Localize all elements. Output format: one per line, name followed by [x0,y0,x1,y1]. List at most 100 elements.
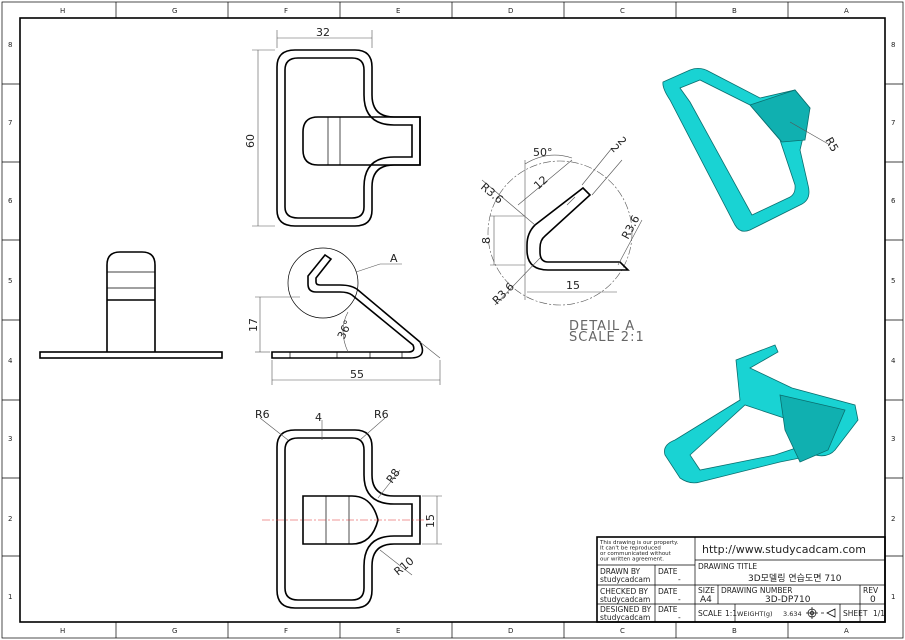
zone-numbers-left: 8 7 6 5 4 3 2 1 [8,41,13,601]
title_block-date_label: DATE [658,567,678,576]
title_block-disclaimer-3: our written agreement. [600,557,664,563]
frame-zone_letters-0: H [60,627,65,635]
title_block-disclaimer-2: or communicated without [600,551,672,557]
dim-55: 55 [350,368,364,381]
detail-scale: SCALE 2:1 [569,330,645,345]
zone-numbers-right: 8 7 6 5 4 3 2 1 [891,41,896,601]
title_block-weight_label: WEIGHT(g) [737,610,773,618]
third-angle-projection-icon [806,607,836,619]
frame-zone_letters-7: A [844,627,849,635]
dim-17: 17 [247,318,260,332]
dim-4: 4 [315,411,322,424]
title_block-disclaimer-0: This drawing is our property. [599,540,679,546]
frame-zone_letters-4: D [508,7,513,15]
dim-8: 8 [480,237,493,244]
title-block: This drawing is our property. It can't b… [596,536,886,623]
title_block-sheet: 1/1 [873,609,885,618]
frame-zone_letters-2: F [284,627,288,635]
detail-title: DETAIL A [569,319,635,334]
frame-zone_letters-5: C [620,7,625,15]
frame-zone_letters-2: F [284,7,288,15]
title_block-scale: 1:1 [725,609,737,618]
bottom-view: R6 4 R6 R8 15 R10 [255,408,442,609]
frame-zone_letters-1: G [172,7,177,15]
title_block-date_label: DATE [658,605,678,614]
title_block-designed_by: studycadcam [600,613,650,622]
frame-zone_numbers-5: 3 [8,435,12,443]
frame-zone_numbers-2: 6 [8,197,13,205]
frame-zone_numbers-3: 5 [8,277,12,285]
frame-zone_letters-3: E [396,7,400,15]
dim-15-detail: 15 [566,279,580,292]
title_block-date_value: - [678,613,681,622]
drawing-title: 3D모델링 연습도면 710 [748,572,842,584]
dim-15: 15 [424,514,437,528]
detail-callout-a: A [390,252,398,265]
frame-zone_letters-3: E [396,627,400,635]
frame-zone_numbers-2: 6 [891,197,896,205]
dim-r5: R5 [822,135,841,154]
frame-zone_numbers-7: 1 [891,593,895,601]
title_block-date_value: - [678,575,681,584]
dim-60: 60 [244,134,257,148]
title_block-date_value: - [678,595,681,604]
title_block-drawing_number_label: DRAWING NUMBER [721,586,793,595]
detail-a: 8 15 50° 12 2 2 R3.6 R3.6 R3.6 DETAIL A … [478,134,645,345]
frame-zone_numbers-0: 8 [891,41,895,49]
frame-zone_numbers-0: 8 [8,41,12,49]
frame-zone_letters-4: D [508,627,513,635]
title_block-drawing_title_label: DRAWING TITLE [698,562,757,571]
dim-r10: R10 [392,554,417,578]
title_block-size: A4 [700,595,712,605]
dim-r6-right: R6 [374,408,389,421]
dim-r6-left: R6 [255,408,270,421]
title_block-date_label: DATE [658,587,678,596]
side-view: A 17 36° 55 [247,247,441,385]
frame-zone_numbers-4: 4 [891,357,896,365]
title_block-weight: 3.634 [783,610,802,618]
front-view [39,251,223,359]
website-url: http://www.studycadcam.com [702,543,866,556]
frame-zone_letters-0: H [60,7,65,15]
dim-32: 32 [316,26,330,39]
dim-36-deg: 36° [335,318,355,341]
frame-zone_numbers-6: 2 [8,515,12,523]
title_block-designed_by_label: DESIGNED BY [600,605,652,614]
dim-r3-6-bottom: R3.6 [490,280,517,307]
frame-zone_numbers-6: 2 [891,515,895,523]
dim-12: 12 [531,173,550,192]
drawing-number: 3D-DP710 [765,595,811,605]
frame-zone_numbers-7: 1 [8,593,12,601]
title_block-disclaimer-1: It can't be reproduced [600,546,661,552]
frame-zone_numbers-5: 3 [891,435,895,443]
frame-zone_letters-6: B [732,7,737,15]
title_block-drawn_by_label: DRAWN BY [600,567,641,576]
frame-zone_numbers-1: 7 [891,119,895,127]
title_block-checked_by_label: CHECKED BY [600,587,648,596]
title_block-checked_by: studycadcam [600,595,650,604]
frame-zone_numbers-1: 7 [8,119,12,127]
title_block-scale_label: SCALE [698,609,722,618]
frame-zone_letters-5: C [620,627,625,635]
frame-zone_letters-7: A [844,7,849,15]
title_block-rev: 0 [870,595,876,605]
top-view: 32 60 [244,26,421,227]
isometric-view-bottom [664,344,859,484]
dim-50-deg: 50° [533,146,553,159]
dim-r3-6-right: R3.6 [619,213,642,241]
title_block-size_label: SIZE [698,586,715,595]
frame-zone_numbers-3: 5 [891,277,895,285]
frame-zone_letters-6: B [732,627,737,635]
isometric-view-top: R5 [662,68,841,232]
frame-zone_numbers-4: 4 [8,357,13,365]
dim-r3-6-top: R3.6 [478,180,506,206]
title_block-sheet_label: SHEET [843,609,868,618]
title_block-drawn_by: studycadcam [600,575,650,584]
dim-r8: R8 [384,466,403,485]
frame-zone_letters-1: G [172,627,177,635]
